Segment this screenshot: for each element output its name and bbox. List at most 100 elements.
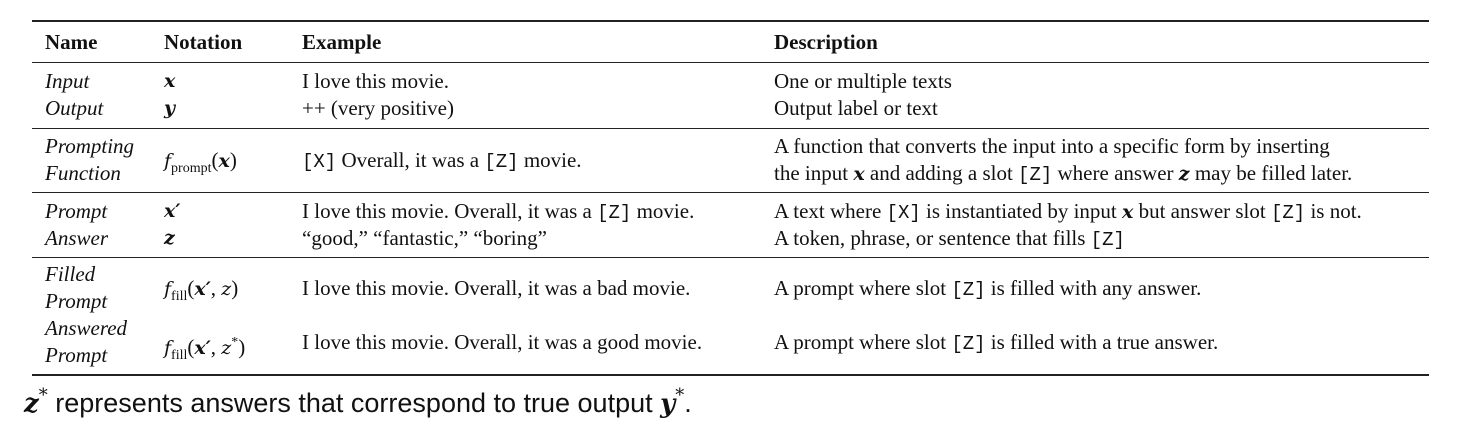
header-rule bbox=[32, 62, 1429, 63]
slot-x: [X] bbox=[886, 202, 921, 224]
star-superscript: * bbox=[231, 335, 239, 350]
row-filled-prompt-name: Filled Prompt bbox=[45, 261, 107, 315]
f-symbol: f bbox=[164, 278, 172, 300]
close-paren: ) bbox=[238, 335, 246, 359]
prompt-answer-group: Prompt x′ I love this movie. Overall, it… bbox=[32, 193, 1429, 257]
row-answered-prompt-name: Answered Prompt bbox=[45, 315, 127, 369]
x-symbol: x bbox=[1122, 201, 1134, 223]
pf-rule bbox=[32, 192, 1429, 193]
desc-text: A prompt where slot bbox=[774, 276, 952, 300]
y-symbol: y bbox=[660, 389, 676, 419]
row-answer-name: Answer bbox=[45, 226, 108, 250]
header-name: Name bbox=[45, 30, 98, 54]
open-paren: ( bbox=[211, 148, 219, 172]
io-group: Input x I love this movie. One or multip… bbox=[32, 63, 1429, 128]
filled-answered-group: Filled Prompt ffill(x′, z) I love this m… bbox=[32, 258, 1429, 374]
row-filled-prompt-description: A prompt where slot [Z] is filled with a… bbox=[774, 275, 1201, 304]
desc-text: the input bbox=[774, 161, 854, 185]
slot-z: [Z] bbox=[951, 333, 986, 355]
row-input-example: I love this movie. bbox=[302, 69, 449, 93]
row-prompting-function-notation: fprompt(x) bbox=[164, 147, 237, 182]
z-symbol: z bbox=[1178, 163, 1190, 185]
bottom-rule bbox=[32, 374, 1429, 376]
row-answer-description: A token, phrase, or sentence that fills … bbox=[774, 225, 1125, 254]
header-example: Example bbox=[302, 30, 382, 54]
f-symbol: f bbox=[164, 337, 172, 359]
open-paren: ( bbox=[187, 335, 195, 359]
name-line-2: Prompt bbox=[45, 343, 108, 367]
x-prime-symbol: x′ bbox=[194, 337, 211, 359]
desc-text: is filled with a true answer. bbox=[985, 330, 1219, 354]
header-row: Name Notation Example Description bbox=[32, 22, 1429, 62]
row-filled-prompt-notation: ffill(x′, z) bbox=[164, 275, 238, 310]
name-line-1: Prompting bbox=[45, 134, 135, 158]
x-symbol: x bbox=[853, 163, 865, 185]
io-rule bbox=[32, 128, 1429, 129]
row-output-example: ++ (very positive) bbox=[302, 96, 454, 120]
row-prompt-example: I love this movie. Overall, it was a [Z]… bbox=[302, 198, 694, 227]
comma: , bbox=[210, 276, 222, 300]
desc-line-2: the input x and adding a slot [Z] where … bbox=[774, 160, 1352, 189]
table-footnote: z* represents answers that correspond to… bbox=[24, 380, 692, 420]
row-output-name: Output bbox=[45, 96, 104, 120]
pa-rule bbox=[32, 257, 1429, 258]
row-prompting-function-description: A function that converts the input into … bbox=[774, 133, 1352, 189]
f-symbol: f bbox=[164, 150, 172, 172]
row-prompting-function-example: [X] Overall, it was a [Z] movie. bbox=[302, 147, 582, 176]
row-prompt-description: A text where [X] is instantiated by inpu… bbox=[774, 198, 1362, 227]
desc-text: A prompt where slot bbox=[774, 330, 952, 354]
row-input-description: One or multiple texts bbox=[774, 69, 952, 93]
slot-z: [Z] bbox=[1090, 229, 1125, 251]
row-answer-example: “good,” “fantastic,” “boring” bbox=[302, 226, 547, 250]
z-symbol: z bbox=[221, 278, 232, 300]
row-output-notation: y bbox=[164, 97, 176, 119]
name-line-2: Prompt bbox=[45, 289, 108, 313]
slot-z: [Z] bbox=[484, 151, 519, 173]
slot-x: [X] bbox=[302, 151, 337, 173]
close-paren: ) bbox=[229, 148, 237, 172]
example-text: movie. bbox=[631, 199, 695, 223]
row-answered-prompt-notation: ffill(x′, z*) bbox=[164, 329, 245, 369]
comma: , bbox=[210, 335, 222, 359]
desc-text: but answer slot bbox=[1133, 199, 1271, 223]
example-text: Overall, it was a bbox=[336, 148, 485, 172]
row-answered-prompt-example: I love this movie. Overall, it was a goo… bbox=[302, 330, 703, 354]
header-description: Description bbox=[774, 30, 878, 54]
top-rule bbox=[32, 20, 1429, 22]
x-prime-symbol: x′ bbox=[194, 278, 211, 300]
name-line-1: Filled bbox=[45, 262, 96, 286]
close-paren: ) bbox=[231, 276, 239, 300]
open-paren: ( bbox=[187, 276, 195, 300]
star-superscript: * bbox=[38, 385, 48, 406]
desc-line-1: A function that converts the input into … bbox=[774, 134, 1330, 158]
desc-text: is not. bbox=[1305, 199, 1362, 223]
z-symbol: z bbox=[24, 389, 39, 419]
x-symbol: x bbox=[218, 150, 230, 172]
star-superscript: * bbox=[675, 385, 685, 406]
row-answered-prompt-description: A prompt where slot [Z] is filled with a… bbox=[774, 329, 1218, 358]
desc-text: where answer bbox=[1052, 161, 1179, 185]
f-subscript: fill bbox=[171, 348, 188, 363]
desc-text: is instantiated by input bbox=[920, 199, 1122, 223]
notation-table: Name Notation Example Description Input … bbox=[32, 20, 1429, 376]
footnote-period: . bbox=[684, 388, 692, 418]
row-output-description: Output label or text bbox=[774, 96, 938, 120]
name-line-2: Function bbox=[45, 161, 121, 185]
row-input-notation: x bbox=[164, 70, 176, 92]
desc-text: is filled with any answer. bbox=[985, 276, 1202, 300]
slot-z: [Z] bbox=[597, 202, 632, 224]
row-prompting-function-name: Prompting Function bbox=[45, 133, 134, 187]
desc-text: and adding a slot bbox=[864, 161, 1019, 185]
row-filled-prompt-example: I love this movie. Overall, it was a bad… bbox=[302, 276, 691, 300]
slot-z: [Z] bbox=[1018, 164, 1053, 186]
f-subscript: prompt bbox=[171, 161, 212, 176]
example-end: movie. bbox=[518, 148, 582, 172]
f-subscript: fill bbox=[171, 289, 188, 304]
slot-z: [Z] bbox=[951, 279, 986, 301]
desc-text: A text where bbox=[774, 199, 887, 223]
row-prompt-name: Prompt bbox=[45, 199, 108, 223]
footnote-text: represents answers that correspond to tr… bbox=[47, 388, 661, 418]
row-input-name: Input bbox=[45, 69, 90, 93]
prompting-function-row: Prompting Function fprompt(x) [X] Overal… bbox=[32, 129, 1429, 192]
row-prompt-notation: x′ bbox=[164, 200, 181, 222]
